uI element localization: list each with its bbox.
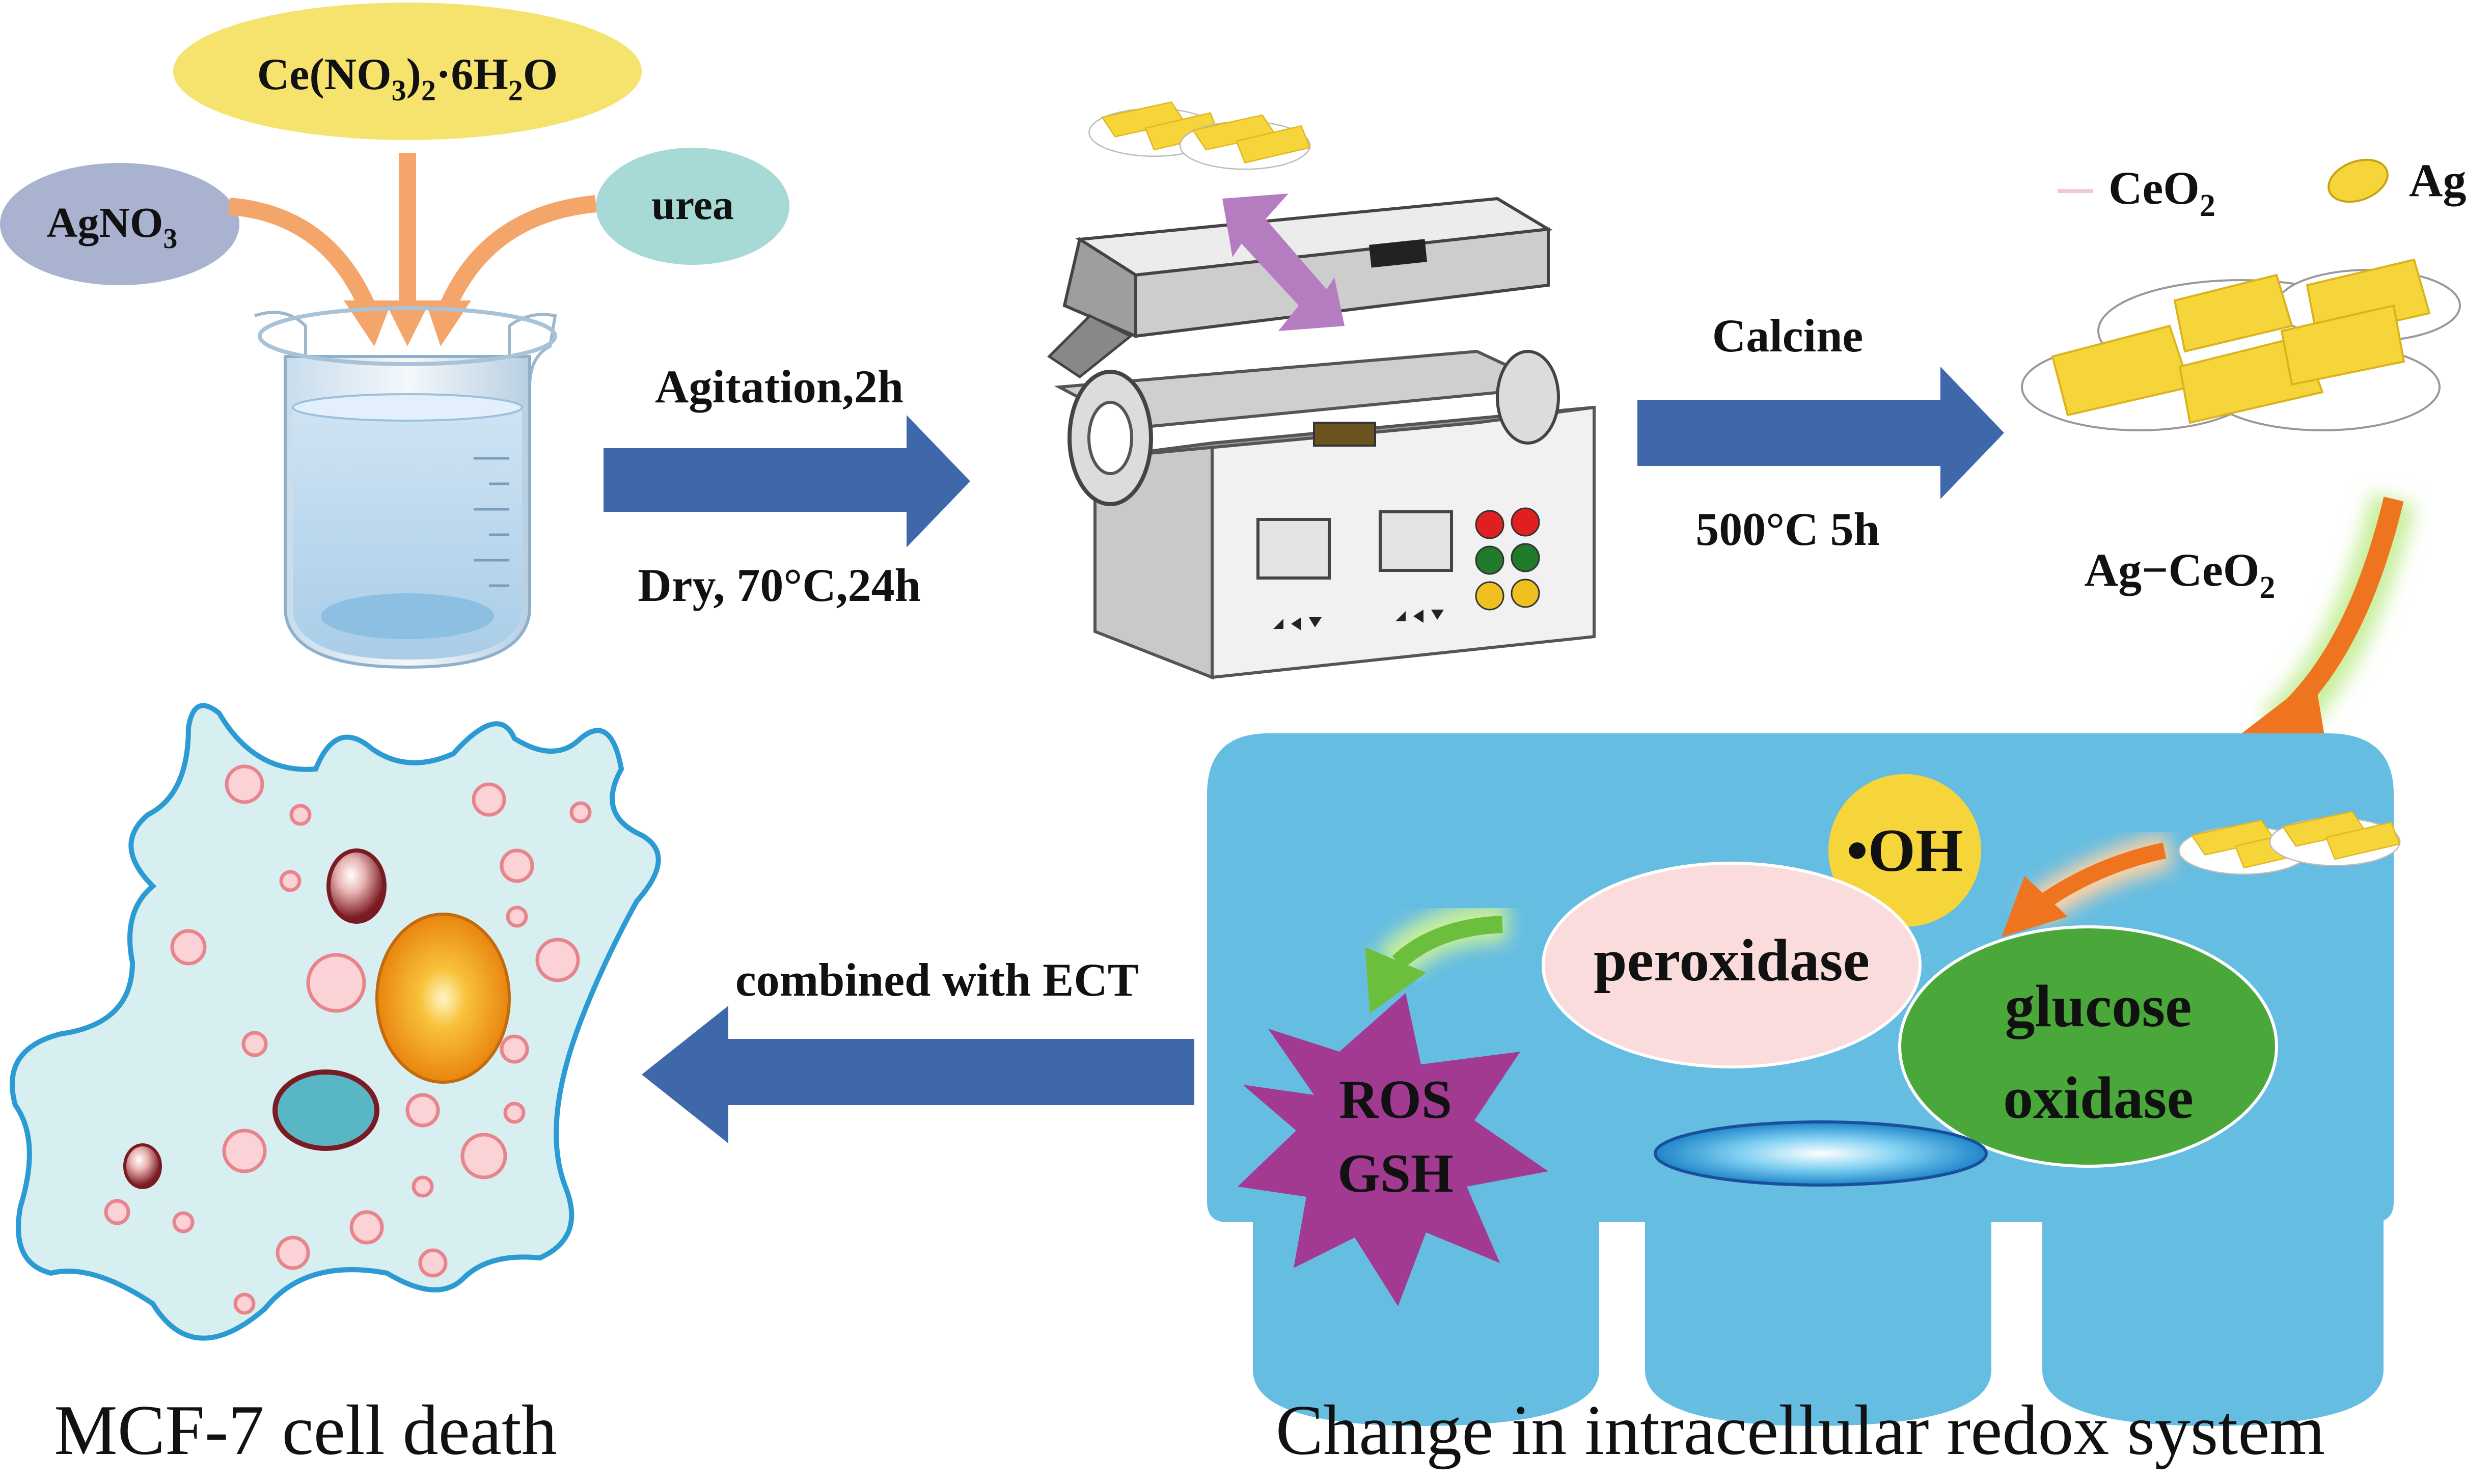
lid-open-close-arrow — [1222, 194, 1345, 331]
step2-top-label: Calcine — [1712, 310, 1863, 362]
step1-top-label: Agitation,2h — [655, 361, 903, 413]
silver-nitrate-bubble: AgNO3 — [0, 163, 239, 285]
ag-ceo2-flakes-small — [1088, 101, 1311, 170]
mcf7-cell-icon — [10, 703, 661, 1341]
product-label: Ag−CeO — [2085, 544, 2260, 596]
gsh-label: GSH — [1337, 1143, 1454, 1204]
ros-label: ROS — [1339, 1069, 1452, 1130]
caption-redox-system: Change in intracellular redox system — [1276, 1391, 2325, 1470]
cerium-nitrate-bubble: Ce(NO3)2·6H2O — [173, 3, 642, 140]
cerium-nitrate-label: Ce(NO — [257, 50, 392, 99]
step3-arrow — [642, 1006, 1194, 1143]
caption-cell-death: MCF-7 cell death — [54, 1391, 557, 1470]
beaker-icon — [254, 306, 557, 669]
reagent-inflow-arrows — [228, 153, 597, 309]
crucible-icon — [1313, 422, 1376, 447]
urea-bubble: urea — [596, 148, 789, 265]
tube-furnace-icon — [1047, 194, 1596, 680]
peroxidase-label: peroxidase — [1594, 927, 1870, 994]
glucose-oxidase-line1: glucose — [2005, 973, 2192, 1039]
step1-bottom-label: Dry, 70°C,24h — [638, 559, 921, 611]
silver-nitrate-label: AgNO — [47, 199, 163, 246]
uptake-arrow — [2238, 493, 2416, 754]
membrane-disc-icon — [1654, 1120, 1988, 1187]
svg-text:Ag−CeO2: Ag−CeO2 — [2085, 544, 2276, 605]
step2-bottom-label: 500°C 5h — [1695, 503, 1879, 555]
glucose-oxidase-bubble: glucose oxidase — [1898, 925, 2278, 1168]
peroxidase-bubble: peroxidase — [1542, 862, 1922, 1068]
hydroxyl-radical-bubble: •OH — [1828, 774, 1981, 927]
hydroxyl-radical-label: •OH — [1847, 816, 1963, 884]
step2-arrow — [1637, 367, 2004, 499]
svg-text:CeO2: CeO2 — [2108, 162, 2215, 223]
ros-generation-arrow — [1365, 901, 1508, 1013]
glucose-oxidase-line2: oxidase — [2003, 1064, 2194, 1131]
ceo2-legend-label: CeO — [2108, 162, 2200, 214]
svg-text:AgNO3: AgNO3 — [47, 199, 178, 255]
ag-legend-swatch — [2327, 158, 2389, 203]
step1-arrow — [604, 415, 970, 547]
step3-label: combined with ECT — [735, 954, 1139, 1006]
urea-label: urea — [651, 181, 734, 229]
legend: CeO2 Ag — [2058, 154, 2466, 223]
ag-legend-label: Ag — [2409, 154, 2466, 206]
ag-ceo2-product-icon — [2021, 258, 2461, 431]
catalytic-arrow — [2002, 833, 2174, 937]
ros-gsh-starburst: ROS GSH — [1238, 993, 1548, 1306]
svg-text:Ce(NO3)2·6H2O: Ce(NO3)2·6H2O — [257, 50, 558, 107]
